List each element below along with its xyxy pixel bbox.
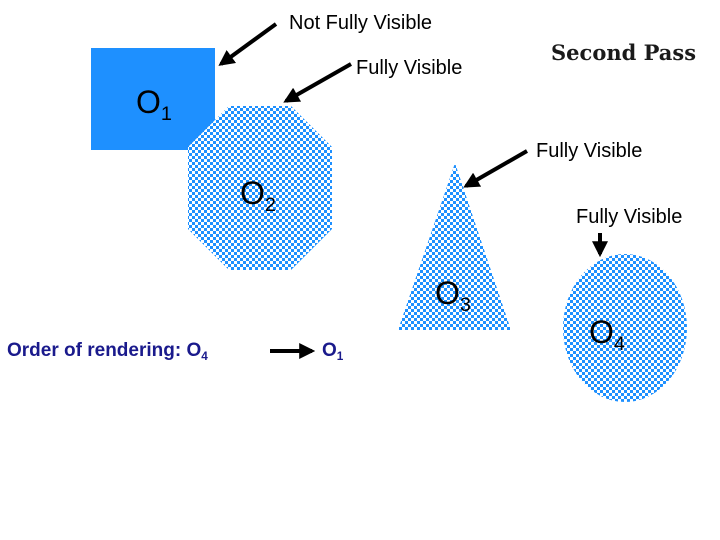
object-index: 4 xyxy=(613,332,625,355)
label-fully-visible-o2: Fully Visible xyxy=(356,57,463,79)
object-index: 3 xyxy=(459,293,471,316)
object-o2-octagon xyxy=(188,106,332,270)
object-letter: O xyxy=(589,314,614,350)
arrow-fully-visible-o3 xyxy=(463,149,528,188)
object-label-o1: O1 xyxy=(136,86,172,125)
object-o3-triangle xyxy=(398,163,511,330)
object-letter: O xyxy=(240,175,265,211)
object-o4-ellipse xyxy=(563,254,687,402)
label-not-fully-visible: Not Fully Visible xyxy=(289,12,433,34)
render-order-from-index: 4 xyxy=(201,350,208,364)
diagram-title: Second Pass xyxy=(551,40,697,65)
arrow-not-fully-visible xyxy=(218,22,278,66)
render-order-text: Order of rendering: O xyxy=(7,340,202,361)
render-order-target: O1 xyxy=(322,340,343,363)
object-letter: O xyxy=(136,84,161,120)
render-order-label: Order of rendering: O4 xyxy=(7,340,208,363)
label-fully-visible-o3: Fully Visible xyxy=(536,140,643,162)
object-letter: O xyxy=(435,275,460,311)
object-label-o3: O3 xyxy=(435,277,471,316)
object-label-o2: O2 xyxy=(240,177,276,216)
object-label-o4: O4 xyxy=(589,316,625,355)
object-index: 1 xyxy=(160,102,172,125)
object-index: 2 xyxy=(264,193,276,216)
arrow-fully-visible-o2 xyxy=(283,62,352,103)
render-order-to-letter: O xyxy=(322,340,337,361)
label-fully-visible-o4: Fully Visible xyxy=(576,206,683,228)
render-order-to-index: 1 xyxy=(336,350,344,364)
object-o1-square xyxy=(91,48,215,150)
